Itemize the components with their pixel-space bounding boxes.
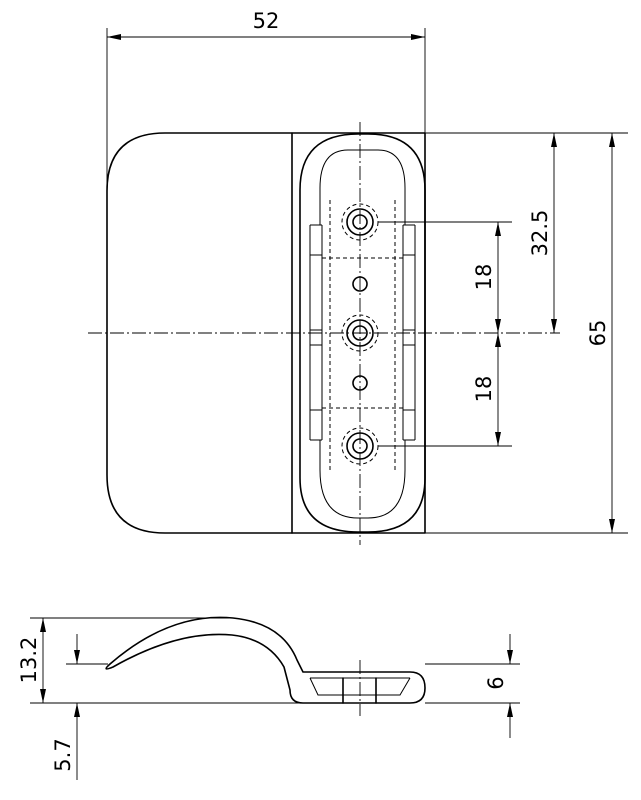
side-height-label: 13.2 <box>17 637 41 684</box>
hidden-lines <box>322 200 403 470</box>
inner-channel-outline <box>319 149 406 519</box>
width-dimension-label: 52 <box>253 9 280 33</box>
hole-pitch-upper-label: 18 <box>472 264 496 291</box>
dimension-side-lip: 5.7 <box>51 634 108 780</box>
side-view-outline <box>105 616 426 704</box>
dimension-center-offset: 32.5 <box>425 132 565 333</box>
side-countersink-outline <box>309 677 411 696</box>
center-offset-label: 32.5 <box>528 210 552 257</box>
top-view <box>88 122 560 545</box>
dimension-side-height: 13.2 <box>17 617 303 704</box>
dimension-side-base: 6 <box>425 634 520 738</box>
rail-notches <box>310 224 415 441</box>
dimension-overall-width: 52 <box>106 9 426 190</box>
dimension-hole-pitch-upper: 18 <box>378 221 512 333</box>
side-lip-label: 5.7 <box>51 738 75 771</box>
height-dimension-label: 65 <box>586 320 610 347</box>
top-view-outline <box>106 132 426 534</box>
side-view <box>105 616 426 716</box>
mounting-slot-outline <box>299 133 426 533</box>
hole-pitch-lower-label: 18 <box>472 376 496 403</box>
side-base-label: 6 <box>484 676 508 689</box>
dimension-overall-height: 65 <box>425 132 628 534</box>
dimension-hole-pitch-lower: 18 <box>378 333 512 447</box>
